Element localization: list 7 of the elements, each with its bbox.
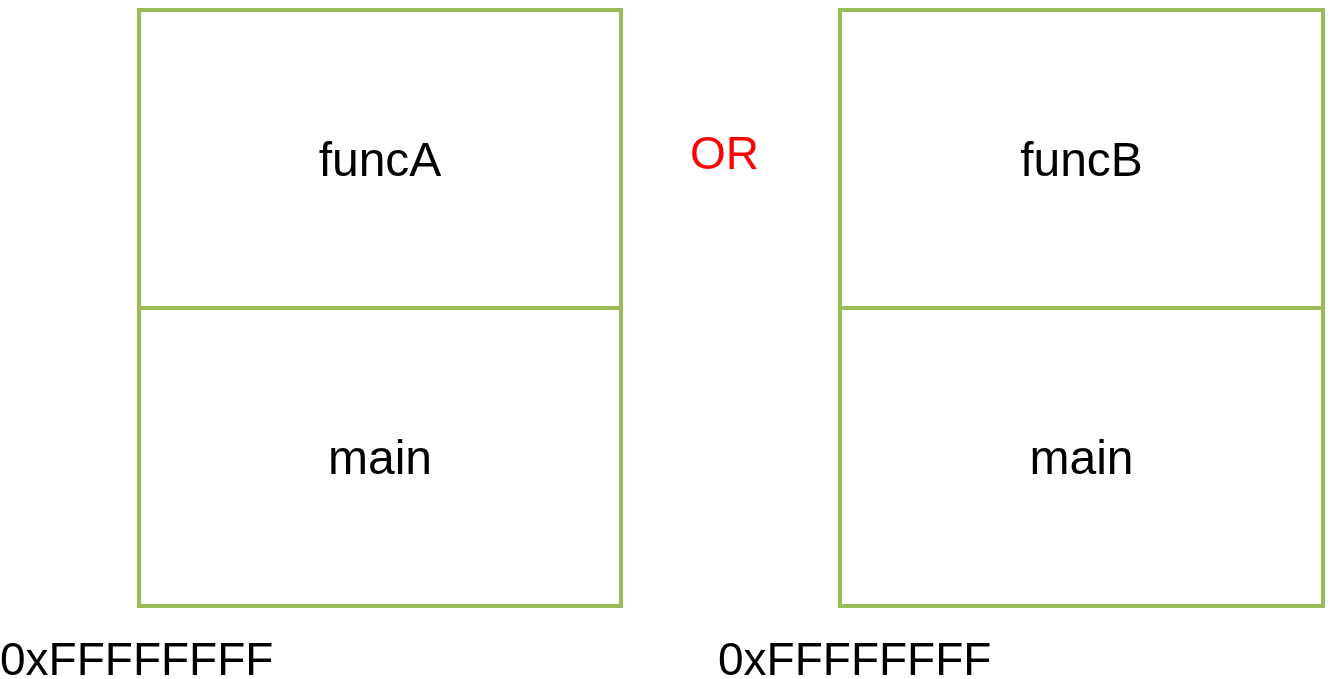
frame-label: funcA xyxy=(318,131,442,187)
address-label: 0xFFFFFFFF xyxy=(0,636,274,679)
frame-label: main xyxy=(327,429,432,485)
frame-label: funcB xyxy=(1020,131,1143,187)
frame-label: main xyxy=(1029,429,1134,485)
address-label: 0xFFFFFFFF xyxy=(718,636,992,679)
separator-word: OR xyxy=(690,130,759,176)
